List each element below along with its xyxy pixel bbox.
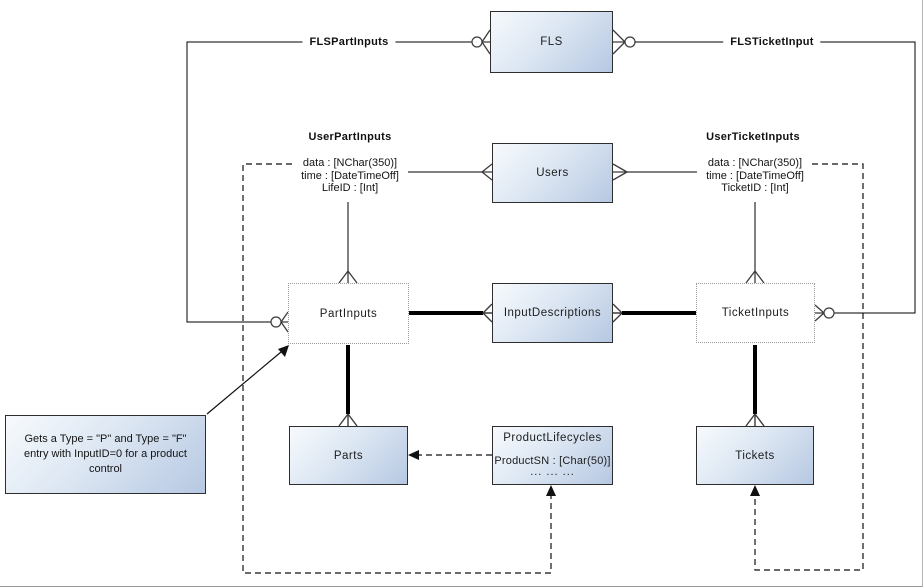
crows-foot-icon [338, 413, 358, 427]
attr-line: TicketID : [Int] [721, 182, 789, 194]
connector-userpartinputs-partinputs [338, 202, 358, 284]
dashed-userticketinputs-tickets [750, 163, 864, 571]
relationship-label-fls-ticket-input: FLSTicketInput [723, 36, 821, 49]
entity-product-lifecycles-attr: ProductSN : [Char(50)] [494, 455, 611, 467]
connector-ticketinputs-tickets [745, 345, 765, 427]
note-arrow [206, 345, 289, 415]
entity-input-descriptions-label: InputDescriptions [503, 307, 602, 319]
crows-foot-icon [745, 270, 765, 284]
note-box: Gets a Type = "P" and Type = "F" entry w… [5, 415, 206, 494]
entity-users: Users [492, 143, 613, 203]
entity-parts-label: Parts [333, 449, 364, 462]
entity-parts: Parts [289, 426, 408, 485]
entity-users-label: Users [536, 167, 569, 179]
crows-foot-icon [481, 29, 491, 55]
attr-line: data : [NChar(350)] [302, 157, 398, 169]
relationship-label-fls-part-inputs: FLSPartInputs [302, 36, 396, 49]
relationship-label-user-part-inputs: UserPartInputs [301, 131, 399, 144]
crows-foot-icon [814, 304, 825, 322]
zero-cardinality-icon [823, 307, 835, 319]
crows-foot-icon [612, 29, 626, 55]
entity-product-lifecycles-label: ProductLifecycles [503, 432, 602, 444]
entity-tickets-label: Tickets [735, 449, 775, 462]
crows-foot-icon [612, 303, 623, 323]
entity-part-inputs-label: PartInputs [319, 307, 378, 320]
attr-line: time : [DateTimeOff] [301, 169, 399, 182]
relationship-label-user-ticket-inputs: UserTicketInputs [699, 131, 807, 144]
entity-input-descriptions: InputDescriptions [492, 283, 613, 343]
connector-users-userpartinputs [408, 163, 493, 181]
entity-part-inputs: PartInputs [288, 283, 409, 344]
arrowhead-icon [408, 450, 419, 460]
crows-foot-icon [338, 270, 358, 284]
arrowhead-icon [546, 485, 556, 496]
connector-users-userticketinputs [612, 163, 697, 181]
attr-line: data : [NChar(350)] [707, 157, 803, 169]
entity-ticket-inputs-label: TicketInputs [721, 307, 790, 319]
entity-fls: FLS [490, 11, 613, 73]
crows-foot-icon [612, 163, 628, 181]
zero-cardinality-icon [624, 36, 636, 48]
note-text: Gets a Type = "P" and Type = "F" entry w… [24, 433, 187, 475]
crows-foot-icon [481, 163, 493, 181]
dashed-productlifecycles-parts [408, 450, 492, 460]
arrowhead-icon [278, 345, 289, 357]
connector-inputdescriptions-ticketinputs [612, 303, 696, 323]
entity-product-lifecycles-dots: ... ... ... [530, 466, 575, 478]
attr-line: LifeID : [Int] [321, 182, 379, 194]
connector-fls-ticketinputs [612, 29, 916, 322]
crows-foot-icon [745, 413, 765, 427]
entity-tickets: Tickets [696, 426, 814, 485]
attr-line: time : [DateTimeOff] [706, 169, 804, 182]
crows-foot-icon [280, 311, 289, 333]
crows-foot-icon [482, 303, 493, 323]
entity-fls-label: FLS [540, 36, 563, 48]
entity-product-lifecycles: ProductLifecycles ProductSN : [Char(50)]… [492, 426, 613, 485]
arrowhead-icon [750, 485, 760, 496]
connector-userticketinputs-ticketinputs [745, 202, 765, 284]
dashed-userpartinputs-productlifecycles [242, 163, 556, 574]
attr-block-user-part-inputs: data : [NChar(350)] time : [DateTimeOff]… [301, 157, 399, 195]
entity-ticket-inputs: TicketInputs [696, 283, 815, 343]
connector-partinputs-parts [338, 345, 358, 427]
zero-cardinality-icon [270, 316, 282, 328]
connector-partinputs-inputdescriptions [409, 303, 493, 323]
zero-cardinality-icon [471, 36, 483, 48]
attr-block-user-ticket-inputs: data : [NChar(350)] time : [DateTimeOff]… [706, 157, 804, 195]
